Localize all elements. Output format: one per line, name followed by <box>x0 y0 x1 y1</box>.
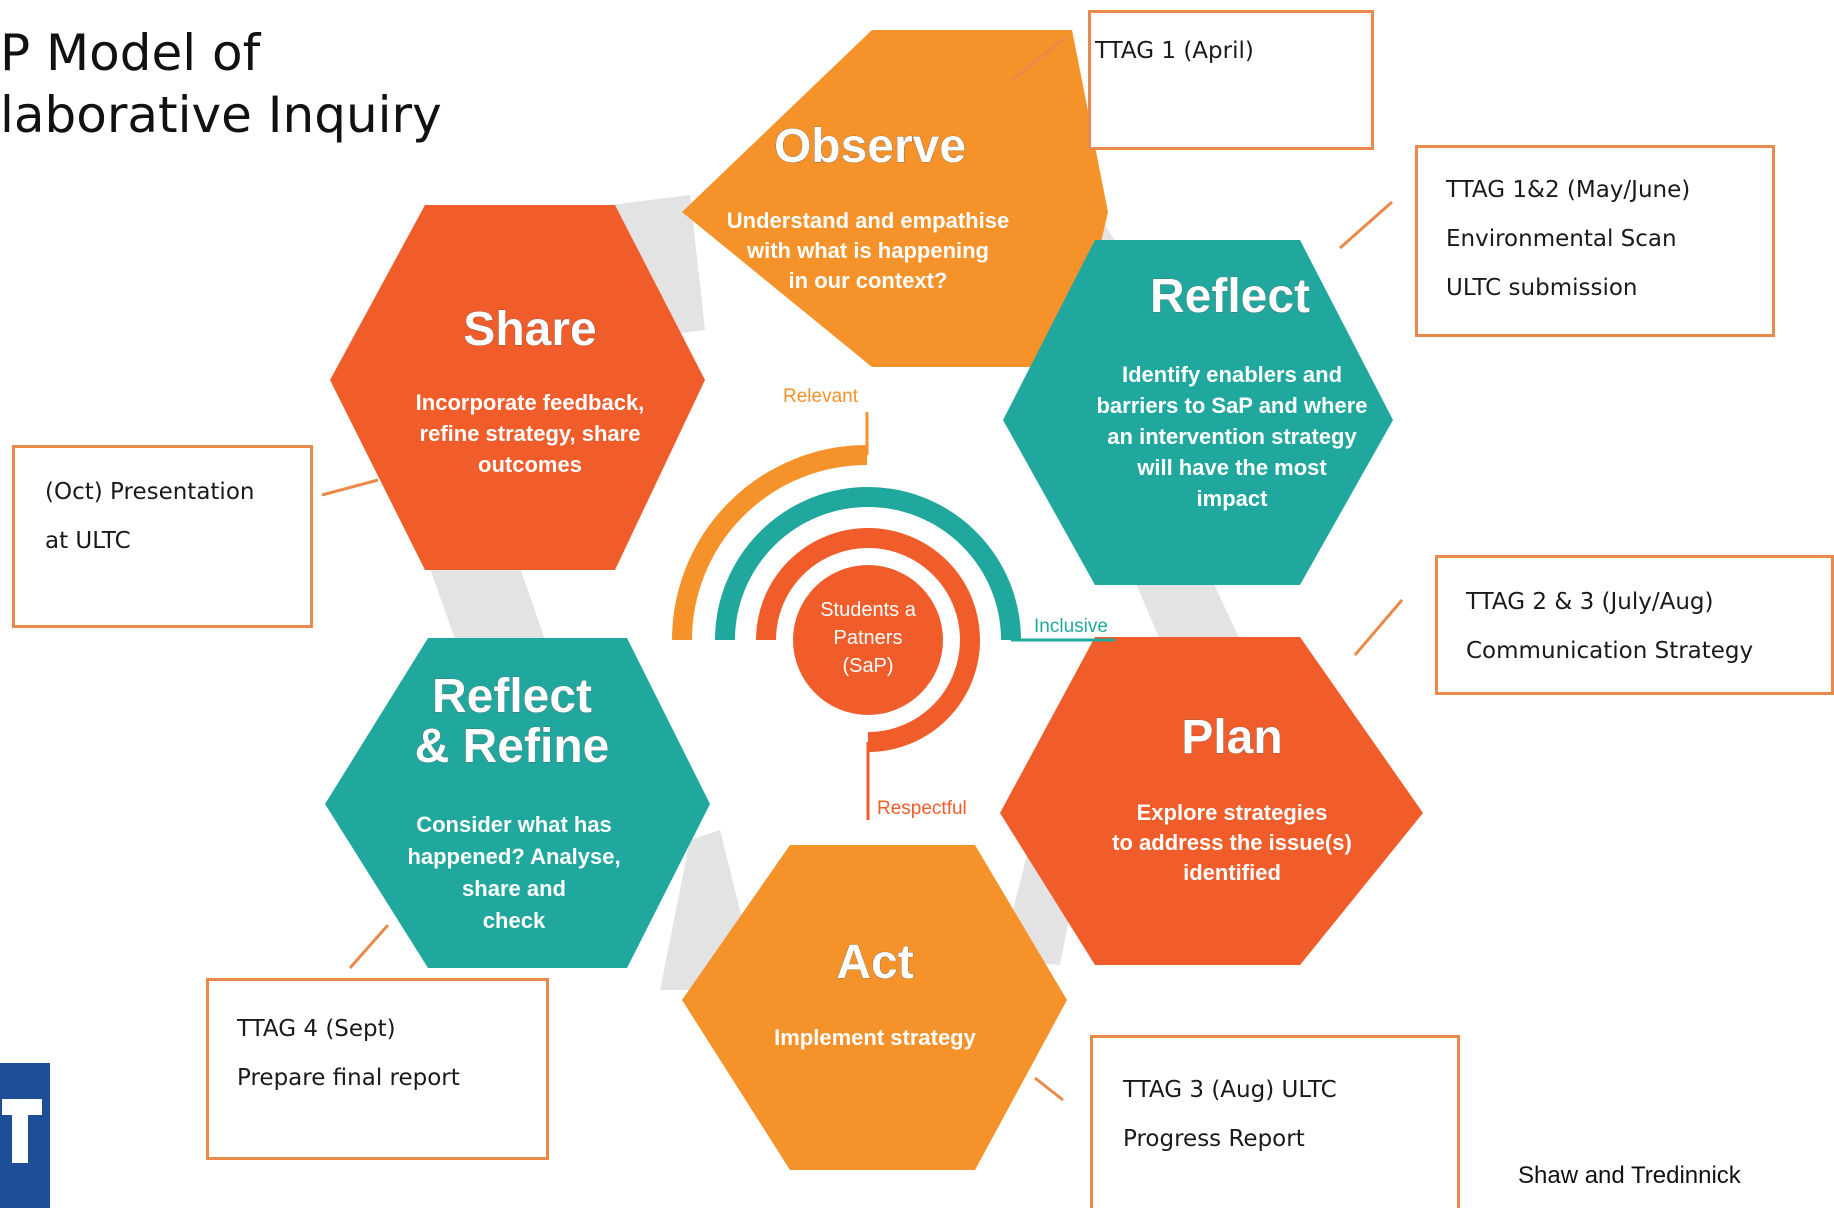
note-ttag3-line-2: Progress Report <box>1123 1126 1305 1152</box>
inclusive-arc <box>715 487 1021 641</box>
note-ttag1-line-1: TTAG 1 (April) <box>1095 38 1254 64</box>
credit-text: Shaw and Tredinnick <box>1518 1162 1741 1189</box>
note-oct-line-1: (Oct) Presentation <box>45 479 255 505</box>
center-text-3: (SaP) <box>842 655 893 677</box>
share-title: Share <box>463 303 596 356</box>
inclusive-label: Inclusive <box>1034 616 1108 637</box>
hexagon-reflect <box>1003 240 1393 585</box>
plan-body-1: Explore strategies <box>1137 800 1328 825</box>
reflect-body-5: impact <box>1197 486 1269 511</box>
note-ttag3: TTAG 3 (Aug) ULTC Progress Report <box>1090 1035 1460 1208</box>
note-ttag4: TTAG 4 (Sept) Prepare final report <box>206 978 549 1160</box>
leader-ttag3 <box>1034 1076 1064 1102</box>
note-oct: (Oct) Presentation at ULTC <box>12 445 313 628</box>
reflect-refine-body-4: check <box>483 908 546 933</box>
observe-body-3: in our context? <box>789 268 948 293</box>
logo-t-mark <box>2 1099 42 1163</box>
act-body-1: Implement strategy <box>774 1025 976 1050</box>
leader-oct <box>321 478 379 497</box>
reflect-title: Reflect <box>1150 270 1310 323</box>
share-body-1: Incorporate feedback, <box>416 390 645 415</box>
center-text-2: Patners <box>834 627 903 649</box>
note-ttag3-line-1: TTAG 3 (Aug) ULTC <box>1123 1077 1337 1103</box>
note-ttag23-line-1: TTAG 2 & 3 (July/Aug) <box>1466 589 1714 615</box>
reflect-refine-body-1: Consider what has <box>416 812 612 837</box>
title-line-1: P Model of <box>0 24 261 82</box>
note-oct-line-2: at ULTC <box>45 528 131 554</box>
note-ttag4-line-2: Prepare final report <box>237 1065 460 1091</box>
share-body-3: outcomes <box>478 452 582 477</box>
note-ttag12-line-1: TTAG 1&2 (May/June) <box>1446 177 1691 203</box>
title-line-2: laborative Inquiry <box>0 86 442 144</box>
relevant-label: Relevant <box>783 386 859 407</box>
respectful-label: Respectful <box>877 798 967 819</box>
hexagon-observe <box>682 30 1108 367</box>
reflect-body-2: barriers to SaP and where <box>1096 393 1367 418</box>
note-ttag1: TTAG 1 (April) <box>1088 10 1374 150</box>
share-body-2: refine strategy, share <box>420 421 641 446</box>
note-ttag23: TTAG 2 & 3 (July/Aug) Communication Stra… <box>1435 555 1834 695</box>
hexagon-reflect-refine <box>325 638 710 968</box>
plan-body-2: to address the issue(s) <box>1112 830 1352 855</box>
observe-title: Observe <box>774 120 966 173</box>
reflect-body-4: will have the most <box>1136 455 1327 480</box>
plan-body-3: identified <box>1183 860 1281 885</box>
center-circle <box>793 565 943 715</box>
observe-body-2: with what is happening <box>746 238 989 263</box>
reflect-body-3: an intervention strategy <box>1107 424 1357 449</box>
reflect-refine-title-2: & Refine <box>415 720 610 773</box>
reflect-refine-body-3: share and <box>462 876 566 901</box>
leader-ttag1 <box>1011 36 1066 82</box>
note-ttag12-line-3: ULTC submission <box>1446 275 1638 301</box>
observe-body-1: Understand and empathise <box>727 208 1009 233</box>
institution-logo <box>0 1063 50 1208</box>
leader-ttag4 <box>348 924 390 969</box>
hexagon-plan <box>1000 637 1423 965</box>
leader-ttag23 <box>1353 599 1404 656</box>
reflect-refine-title-1: Reflect <box>432 670 592 723</box>
connector-refine-share <box>430 568 548 648</box>
note-ttag12: TTAG 1&2 (May/June) Environmental Scan U… <box>1415 145 1775 337</box>
hexagon-act <box>682 845 1067 1170</box>
respectful-arc <box>756 528 980 752</box>
plan-title: Plan <box>1181 711 1282 764</box>
act-title: Act <box>836 936 913 989</box>
page-title: P Model of laborative Inquiry <box>0 22 442 146</box>
hexagon-share <box>330 205 705 570</box>
leader-ttag12 <box>1339 200 1393 250</box>
center-text-1: Students a <box>820 599 917 621</box>
note-ttag4-line-1: TTAG 4 (Sept) <box>237 1016 396 1042</box>
note-ttag12-line-2: Environmental Scan <box>1446 226 1677 252</box>
note-ttag23-line-2: Communication Strategy <box>1466 638 1754 664</box>
reflect-body-1: Identify enablers and <box>1122 362 1342 387</box>
reflect-refine-body-2: happened? Analyse, <box>407 844 620 869</box>
relevant-arc <box>672 445 868 641</box>
